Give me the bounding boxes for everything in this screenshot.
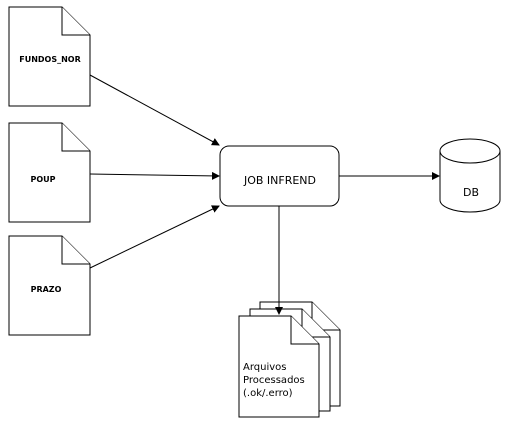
database-cylinder: DB — [439, 138, 501, 213]
input-file-poup: POUP — [8, 122, 91, 223]
processed-files-line-2: Processados — [243, 375, 305, 386]
input-file-prazo: PRAZO — [8, 235, 91, 336]
job-process-label: JOB INFREND — [243, 174, 316, 187]
arrow-poup-to-job — [89, 171, 220, 180]
input-file-prazo-label: PRAZO — [31, 285, 62, 294]
input-file-fundos-nor-label: FUNDOS_NOR — [19, 55, 81, 64]
arrow-fundos-nor-to-job — [89, 74, 220, 146]
arrow-prazo-to-job — [89, 205, 220, 269]
processed-files-stack: Arquivos Processados (.ok/.erro) — [238, 301, 341, 418]
job-process-box: JOB INFREND — [219, 145, 340, 207]
processed-files-line-1: Arquivos — [243, 362, 287, 373]
processed-files-line-3: (.ok/.erro) — [243, 388, 293, 399]
database-label: DB — [463, 186, 479, 199]
processed-files-label: Arquivos Processados (.ok/.erro) — [243, 362, 308, 399]
input-file-fundos-nor: FUNDOS_NOR — [8, 6, 91, 107]
input-file-poup-label: POUP — [30, 175, 55, 184]
